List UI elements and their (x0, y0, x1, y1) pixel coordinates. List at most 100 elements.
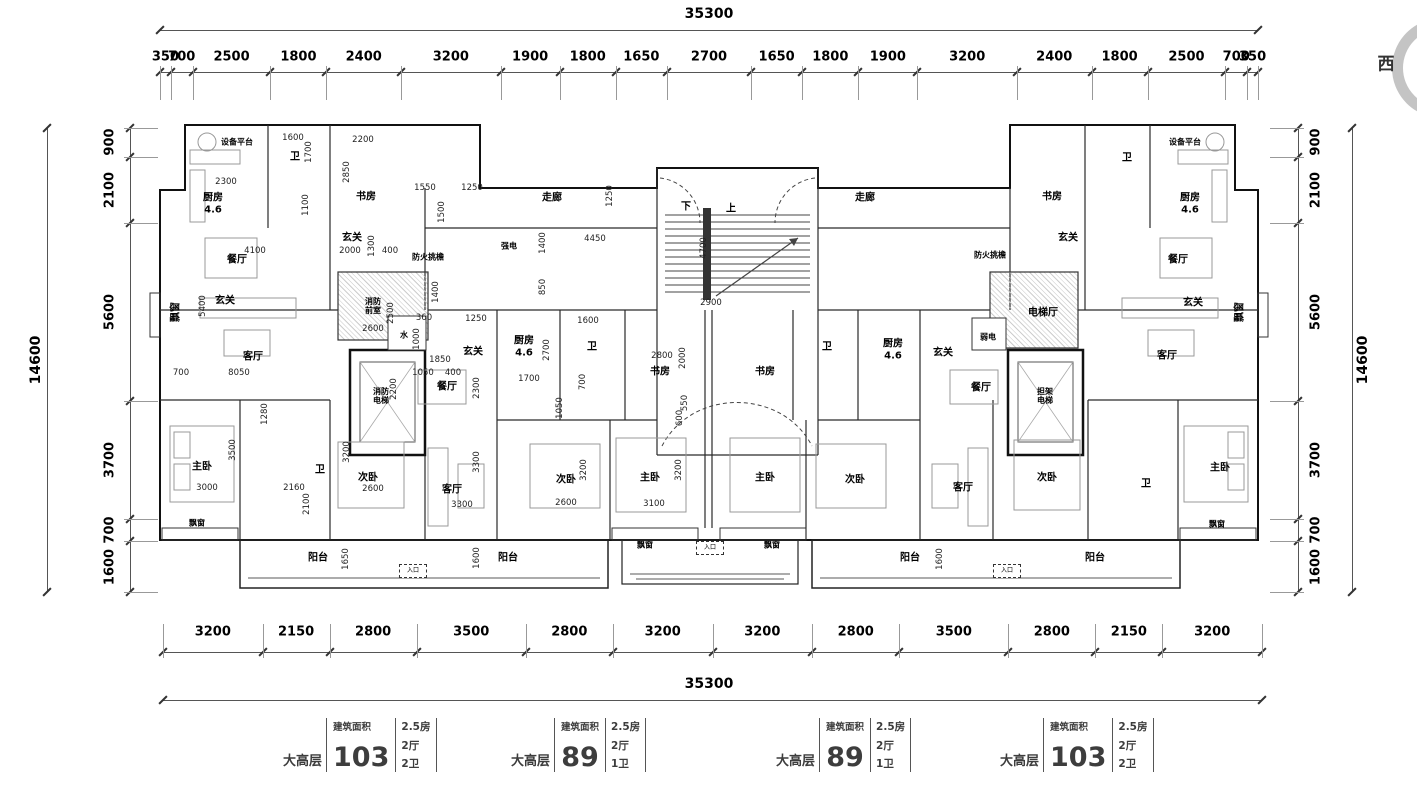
area-label: 建筑面积 (561, 722, 600, 733)
dimension-value: 3200 (432, 49, 469, 65)
room-label: 玄关 (342, 232, 362, 244)
dimension-value: 2400 (1036, 49, 1073, 65)
dimension-value: 2400 (345, 49, 382, 65)
total-dimension-line (47, 128, 48, 592)
dimension-value: 3500 (453, 624, 490, 640)
dimension-value: 5600 (1308, 294, 1324, 331)
dimension-value: 1900 (512, 49, 549, 65)
room-label: 水 (400, 330, 408, 340)
inner-dimension: 360 (415, 313, 433, 323)
area-label: 建筑面积 (333, 722, 372, 733)
inner-dimension: 1100 (301, 194, 311, 216)
inner-dimension: 2200 (389, 378, 399, 400)
inner-dimension: 3200 (342, 441, 352, 463)
extension-line (1262, 624, 1263, 658)
inner-dimension: 8050 (228, 368, 250, 378)
inner-dimension: 3300 (451, 500, 473, 510)
inner-dimension: 2200 (352, 135, 374, 145)
dimension-value: 2800 (1033, 624, 1070, 640)
room-label: 消防 前室 (365, 296, 381, 315)
dimension-value: 1800 (1101, 49, 1138, 65)
dimension-value: 3200 (194, 624, 231, 640)
inner-dimension: 3300 (472, 451, 482, 473)
baths-count: 2卫 (1118, 758, 1137, 770)
unit-summary-1: 大高层 建筑面积 103 2.5房 2厅 2卫 (283, 718, 437, 772)
dimension-value: 2150 (278, 624, 315, 640)
inner-dimension: 2000 (339, 246, 361, 256)
total-dimension-line (163, 700, 1262, 701)
extension-line (170, 66, 172, 100)
dimension-value: 2800 (837, 624, 874, 640)
room-label: 电梯厅 (1028, 307, 1058, 319)
room-label: 担架 电梯 (1037, 386, 1053, 405)
dimension-value: 3200 (644, 624, 681, 640)
extension-line (329, 624, 331, 658)
extension-line (124, 128, 158, 129)
dimension-value: 2500 (1168, 49, 1205, 65)
room-label: 阳台 (308, 552, 328, 564)
total-dimension-value: 35300 (684, 676, 734, 692)
inner-dimension: 1700 (518, 374, 540, 384)
room-label: 客厅 (442, 484, 462, 496)
inner-dimension: 400 (444, 368, 462, 378)
room-label: 上 (726, 203, 736, 215)
inner-dimension: 1050 (555, 397, 565, 419)
extension-line (1225, 66, 1227, 100)
extension-line (270, 66, 272, 100)
room-label: 书房 (755, 366, 775, 378)
dimension-line (130, 128, 131, 592)
extension-line (1095, 624, 1097, 658)
extension-line (326, 66, 328, 100)
room-label: 餐厅 (971, 382, 991, 394)
room-label: 主卧 (640, 472, 660, 484)
extension-line (612, 624, 614, 658)
dimension-value: 3700 (102, 442, 118, 479)
room-label: 阳台 (1085, 552, 1105, 564)
dimension-value: 3700 (1308, 442, 1324, 479)
inner-dimension: 2800 (651, 351, 673, 361)
dimension-value: 2800 (551, 624, 588, 640)
dimension-tick (42, 587, 52, 597)
unit-type: 大高层 (1000, 754, 1040, 769)
inner-dimension: 1850 (429, 355, 451, 365)
room-label: 阳台 (900, 552, 920, 564)
dimension-value: 2700 (690, 49, 728, 65)
extension-line (812, 624, 814, 658)
dimension-value: 900 (102, 128, 118, 156)
extension-line (712, 624, 714, 658)
inner-dimension: 1280 (260, 403, 270, 425)
area-value: 89 (826, 742, 864, 774)
extension-line (416, 624, 418, 658)
unit-type: 大高层 (776, 754, 816, 769)
extension-line (192, 66, 194, 100)
room-label: 客厅 (953, 482, 973, 494)
extension-line (124, 223, 158, 225)
room-label: 走廊 (855, 192, 875, 204)
dimension-value: 1650 (623, 49, 660, 65)
room-label: 设备平台 (1169, 137, 1201, 147)
dimension-value: 3500 (935, 624, 972, 640)
dimension-line (1298, 128, 1299, 592)
room-label: 飘窗 (1234, 302, 1246, 322)
furniture (169, 132, 1249, 527)
rooms-count: 2.5房 (1118, 721, 1148, 733)
inner-dimension: 4700 (699, 237, 709, 259)
room-label: 飘窗 (170, 302, 182, 322)
room-label: 次卧 (556, 474, 576, 486)
dimension-value: 350 (1238, 49, 1267, 65)
room-label: 厨房 4.6 (1180, 192, 1200, 216)
baths-count: 2卫 (401, 758, 420, 770)
inner-dimension: 4100 (244, 246, 266, 256)
extension-line (667, 66, 668, 100)
extension-line (1270, 156, 1304, 158)
extension-line (559, 66, 561, 100)
dimension-value: 3200 (1194, 624, 1231, 640)
dimension-tick (1347, 587, 1357, 597)
dimension-value: 900 (1308, 128, 1324, 156)
inner-dimension: 3000 (196, 483, 218, 493)
inner-dimension: 1400 (538, 232, 548, 254)
room-label: 卫 (1122, 152, 1132, 164)
room-label: 玄关 (463, 346, 483, 358)
